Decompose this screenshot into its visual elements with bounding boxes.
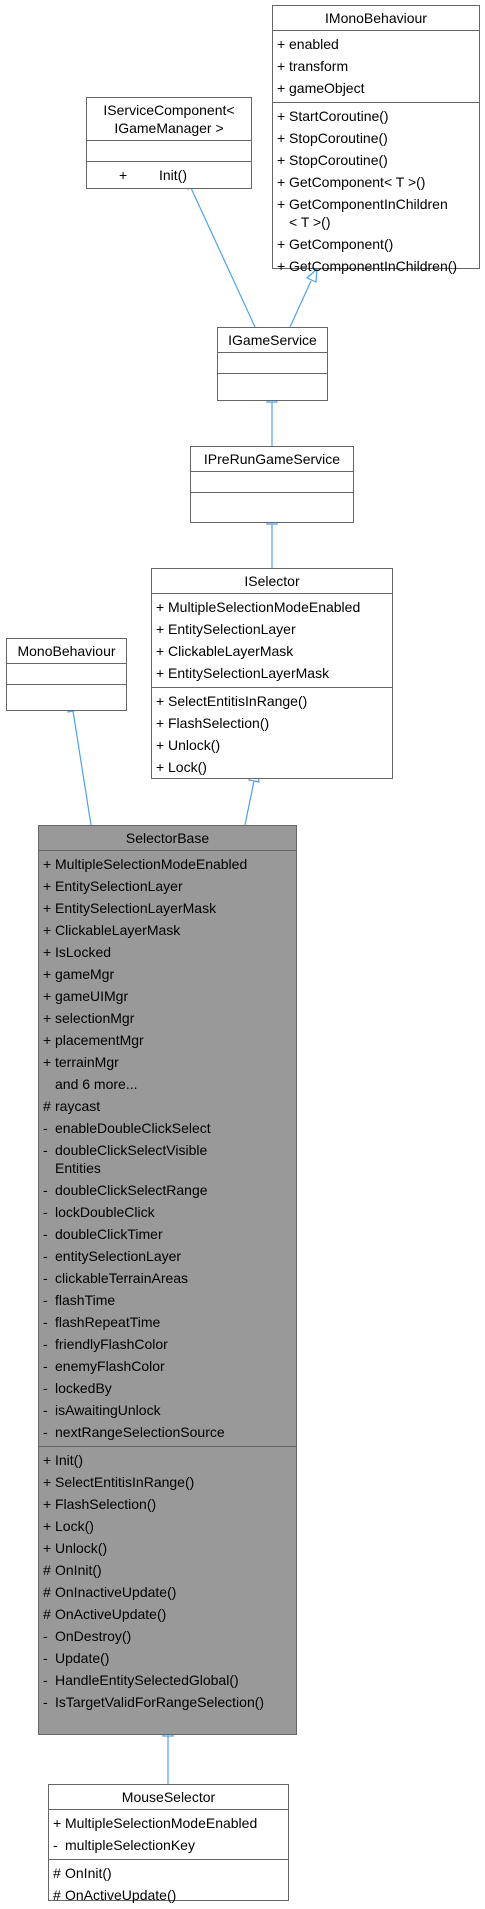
- member-row: -isAwaitingUnlock: [43, 1402, 161, 1418]
- class-title: IMonoBehaviour: [273, 6, 479, 31]
- member-row: +Unlock(): [43, 1540, 108, 1556]
- operations-section: +Init(): [87, 162, 251, 189]
- member-row: +Lock(): [43, 1518, 94, 1534]
- class-iselector[interactable]: ISelector +MultipleSelectionModeEnabled …: [151, 568, 393, 779]
- member-row: #OnInactiveUpdate(): [43, 1584, 177, 1600]
- class-title: MouseSelector: [49, 1785, 288, 1810]
- member-row: +EntitySelectionLayer: [43, 878, 183, 894]
- attributes-section: +MultipleSelectionModeEnabled +EntitySel…: [39, 851, 296, 1447]
- attributes-section: +enabled +transform +gameObject: [273, 31, 479, 103]
- member-row: +Init(): [43, 1452, 83, 1468]
- member-row: -friendlyFlashColor: [43, 1336, 168, 1352]
- member-row: -IsTargetValidForRangeSelection(): [43, 1694, 265, 1710]
- class-imonobehaviour[interactable]: IMonoBehaviour +enabled +transform +game…: [272, 5, 480, 274]
- member-row: +GetComponent(): [277, 236, 394, 252]
- member-row: +gameUIMgr: [43, 988, 129, 1004]
- member-row: +selectionMgr: [43, 1010, 135, 1026]
- operations-section: [218, 374, 327, 394]
- member-row: +ClickableLayerMask: [43, 922, 181, 938]
- class-monobehaviour[interactable]: MonoBehaviour: [6, 638, 127, 711]
- member-row: -nextRangeSelectionSource: [43, 1424, 225, 1440]
- member-row: -clickableTerrainAreas: [43, 1270, 189, 1286]
- member-row: #OnActiveUpdate(): [43, 1606, 167, 1622]
- member-row: #OnActiveUpdate(): [53, 1887, 177, 1903]
- member-row: #OnInit(): [43, 1562, 102, 1578]
- member-row: +SelectEntitisInRange(): [156, 693, 308, 709]
- class-mouseselector[interactable]: MouseSelector +MultipleSelectionModeEnab…: [48, 1784, 289, 1903]
- member-row: +MultipleSelectionModeEnabled: [156, 599, 361, 615]
- member-row: -flashTime: [43, 1292, 116, 1308]
- member-row: +MultipleSelectionModeEnabled: [43, 856, 248, 872]
- member-row: +EntitySelectionLayer: [156, 621, 296, 637]
- member-row: -enableDoubleClickSelect: [43, 1120, 211, 1136]
- attributes-section: +MultipleSelectionModeEnabled +EntitySel…: [152, 594, 392, 688]
- edge-selectorbase-to-iselector: [244, 780, 255, 826]
- member-row: +IsLocked: [43, 944, 112, 960]
- member-row: -multipleSelectionKey: [53, 1837, 195, 1853]
- member-row: +FlashSelection(): [43, 1496, 157, 1512]
- operations-section: [7, 685, 126, 705]
- member-row: +StartCoroutine(): [277, 108, 389, 124]
- member-row: +transform: [277, 58, 349, 74]
- attributes-section: [191, 472, 353, 493]
- class-title: IGameService: [218, 328, 327, 353]
- attributes-section: [87, 141, 251, 162]
- member-row: +MultipleSelectionModeEnabled: [53, 1815, 258, 1831]
- member-row: +placementMgr: [43, 1032, 144, 1048]
- member-row: +StopCoroutine(): [277, 130, 388, 146]
- member-row: -OnDestroy(): [43, 1628, 132, 1644]
- attributes-section: [7, 664, 126, 685]
- member-row: -HandleEntitySelectedGlobal(): [43, 1672, 239, 1688]
- more-members-link[interactable]: and 6 more...: [55, 1076, 138, 1092]
- operations-section: +StartCoroutine() +StopCoroutine() +Stop…: [273, 103, 479, 280]
- class-title: SelectorBase: [39, 826, 296, 851]
- class-title: MonoBehaviour: [7, 639, 126, 664]
- class-title: ISelector: [152, 569, 392, 594]
- member-row: #raycast: [43, 1098, 101, 1114]
- operations-section: +Init() +SelectEntitisInRange() +FlashSe…: [39, 1447, 296, 1716]
- member-row: +FlashSelection(): [156, 715, 270, 731]
- arrowhead-imono: [305, 267, 318, 283]
- member-row: +GetComponent< T >(): [277, 174, 426, 190]
- member-row: -flashRepeatTime: [43, 1314, 161, 1330]
- class-title: IServiceComponent< IGameManager >: [87, 98, 251, 141]
- member-row: +ClickableLayerMask: [156, 643, 294, 659]
- member-row: +EntitySelectionLayerMask: [156, 665, 330, 681]
- member-row: -doubleClickSelectRange: [43, 1182, 208, 1198]
- edge-igameservice-to-iservice: [190, 187, 256, 328]
- member-row: #OnInit(): [53, 1865, 112, 1881]
- operations-section: #OnInit() #OnActiveUpdate(): [49, 1860, 288, 1909]
- member-row: -doubleClickSelectVisible Entities: [43, 1142, 208, 1176]
- member-row: -lockDoubleClick: [43, 1204, 155, 1220]
- operations-section: [191, 493, 353, 513]
- member-row: -entitySelectionLayer: [43, 1248, 182, 1264]
- edge-igameservice-to-imono: [289, 280, 312, 328]
- class-iservicecomponent[interactable]: IServiceComponent< IGameManager > +Init(…: [86, 97, 252, 189]
- member-row: +enabled: [277, 36, 339, 52]
- member-row: -Update(): [43, 1650, 110, 1666]
- class-iprerungameservice[interactable]: IPreRunGameService: [190, 446, 354, 523]
- member-row: +SelectEntitisInRange(): [43, 1474, 195, 1490]
- class-selectorbase[interactable]: SelectorBase +MultipleSelectionModeEnabl…: [38, 825, 297, 1735]
- member-row: +gameObject: [277, 80, 365, 96]
- operations-section: +SelectEntitisInRange() +FlashSelection(…: [152, 688, 392, 781]
- member-row: +Unlock(): [156, 737, 221, 753]
- member-row: -lockedBy: [43, 1380, 112, 1396]
- class-igameservice[interactable]: IGameService: [217, 327, 328, 401]
- member-row: +Init(): [119, 167, 187, 183]
- attributes-section: [218, 353, 327, 374]
- member-row: +GetComponentInChildren < T >(): [277, 196, 448, 230]
- member-row: -enemyFlashColor: [43, 1358, 165, 1374]
- attributes-section: +MultipleSelectionModeEnabled -multipleS…: [49, 1810, 288, 1860]
- member-row: +GetComponentInChildren(): [277, 258, 458, 274]
- member-row: +StopCoroutine(): [277, 152, 388, 168]
- member-row: +EntitySelectionLayerMask: [43, 900, 217, 916]
- member-row: +gameMgr: [43, 966, 115, 982]
- member-row: -doubleClickTimer: [43, 1226, 163, 1242]
- member-row: +terrainMgr: [43, 1054, 119, 1070]
- member-row: +Lock(): [156, 759, 207, 775]
- class-title: IPreRunGameService: [191, 447, 353, 472]
- edge-selectorbase-to-mono: [72, 710, 92, 826]
